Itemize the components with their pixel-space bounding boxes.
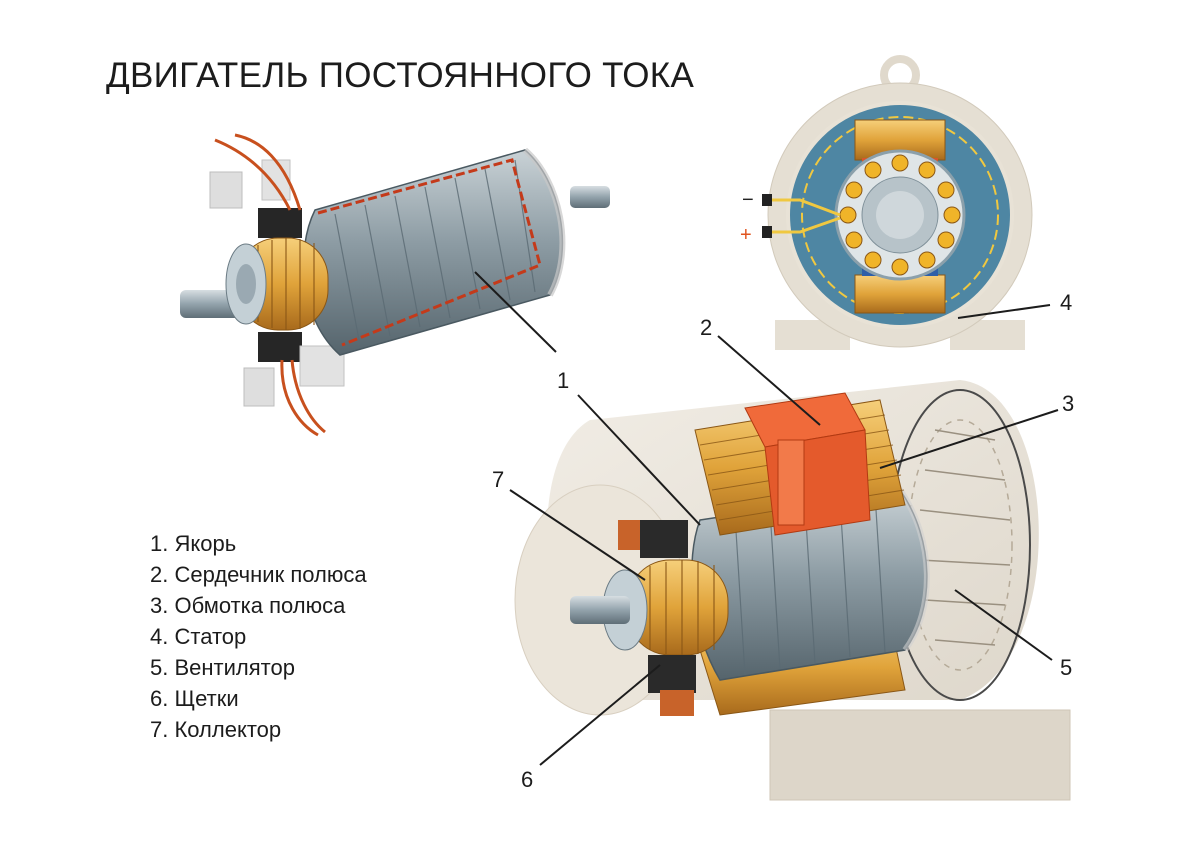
legend-number: 3. — [150, 593, 169, 618]
assembled-motor — [514, 380, 1071, 801]
legend-item: 4. Статор — [150, 621, 367, 652]
legend-number: 1. — [150, 531, 169, 556]
legend-number: 4. — [150, 624, 169, 649]
brushes-top — [640, 520, 688, 558]
legend-label: Статор — [174, 624, 247, 649]
legend-label: Якорь — [174, 531, 237, 556]
callout-3: 3 — [1062, 391, 1075, 416]
legend-label: Коллектор — [174, 717, 282, 742]
leader-2 — [717, 335, 821, 426]
legend-item: 2. Сердечник полюса — [150, 559, 367, 590]
legend-item: 5. Вентилятор — [150, 652, 367, 683]
leader-5 — [954, 589, 1053, 661]
pole-core — [744, 392, 871, 536]
legend-item: 3. Обмотка полюса — [150, 590, 367, 621]
assembled-shaft — [570, 596, 630, 624]
brushes-bottom — [648, 655, 696, 693]
stator-cross-section — [762, 55, 1033, 350]
armature-shaft-right — [570, 186, 610, 208]
legend-number: 7. — [150, 717, 169, 742]
callout-1: 1 — [557, 368, 570, 393]
callout-2: 2 — [700, 315, 713, 340]
brush-holder-top — [209, 159, 302, 238]
legend-number: 2. — [150, 562, 169, 587]
armature-view — [180, 133, 610, 437]
callout-6: 6 — [521, 767, 534, 792]
leader-7 — [509, 489, 646, 581]
leader-6 — [539, 664, 661, 766]
leader-1a — [474, 271, 557, 353]
parts-legend: 1. Якорь 2. Сердечник полюса 3. Обмотка … — [150, 528, 367, 745]
plus-terminal-label: + — [740, 224, 752, 246]
leader-3 — [879, 409, 1059, 469]
leader-1b — [577, 394, 701, 526]
brush-holder-bottom — [243, 332, 345, 407]
page-title: ДВИГАТЕЛЬ ПОСТОЯННОГО ТОКА — [106, 56, 695, 95]
legend-label: Обмотка полюса — [174, 593, 346, 618]
legend-number: 6. — [150, 686, 169, 711]
callout-4: 4 — [1060, 290, 1073, 315]
legend-label: Вентилятор — [174, 655, 295, 680]
motor-feet — [769, 709, 1071, 801]
legend-item: 6. Щетки — [150, 683, 367, 714]
legend-item: 1. Якорь — [150, 528, 367, 559]
minus-terminal-label: − — [742, 189, 754, 211]
legend-label: Сердечник полюса — [174, 562, 367, 587]
legend-label: Щетки — [174, 686, 239, 711]
leader-4 — [957, 304, 1051, 319]
callout-5: 5 — [1060, 655, 1073, 680]
leader-lines — [474, 271, 1059, 766]
legend-item: 7. Коллектор — [150, 714, 367, 745]
legend-number: 5. — [150, 655, 169, 680]
callout-7: 7 — [492, 467, 505, 492]
